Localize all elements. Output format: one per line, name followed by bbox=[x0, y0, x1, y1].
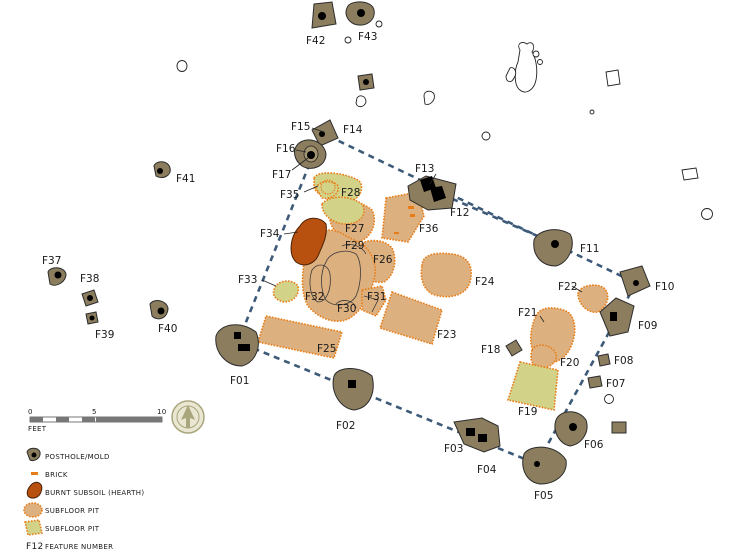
label-f34: F34 bbox=[260, 228, 280, 240]
label-f23: F23 bbox=[437, 329, 456, 341]
scale-bar: 0 5 10 FEET bbox=[28, 408, 167, 433]
legend-hearth: BURNT SUBSOIL (HEARTH) bbox=[26, 481, 144, 499]
scale-tick-10: 10 bbox=[157, 408, 167, 416]
label-f33: F33 bbox=[238, 274, 257, 286]
label-f06: F06 bbox=[584, 439, 604, 451]
label-f21: F21 bbox=[518, 307, 537, 319]
label-f32: F32 bbox=[305, 291, 324, 303]
svg-text:BRICK: BRICK bbox=[45, 471, 68, 479]
svg-text:FEATURE NUMBER: FEATURE NUMBER bbox=[45, 543, 113, 551]
rocks bbox=[176, 20, 713, 220]
pit-f19 bbox=[506, 361, 559, 411]
label-f13: F13 bbox=[415, 163, 434, 175]
legend-brick: BRICK bbox=[31, 471, 68, 479]
label-f08: F08 bbox=[614, 355, 633, 367]
label-f18: F18 bbox=[481, 344, 500, 356]
legend-pit-orange: SUBFLOOR PIT bbox=[23, 502, 100, 518]
svg-text:SUBFLOOR PIT: SUBFLOOR PIT bbox=[45, 507, 100, 515]
feature-labels: F42 F43 F41 F15 F14 F16 F17 F35 F28 F27 … bbox=[42, 31, 674, 502]
pit-f23 bbox=[378, 290, 443, 346]
label-f28: F28 bbox=[341, 187, 360, 199]
label-f02: F02 bbox=[336, 420, 355, 432]
label-f27: F27 bbox=[345, 223, 364, 235]
label-f01: F01 bbox=[230, 375, 249, 387]
label-f37: F37 bbox=[42, 255, 61, 267]
label-f26: F26 bbox=[373, 254, 393, 266]
label-f42: F42 bbox=[306, 35, 325, 47]
legend-posthole: POSTHOLE/MOLD bbox=[26, 447, 110, 461]
label-f22: F22 bbox=[558, 281, 577, 293]
label-f30: F30 bbox=[337, 303, 356, 315]
label-f38: F38 bbox=[80, 273, 99, 285]
hearth-f34 bbox=[290, 217, 327, 266]
label-f04: F04 bbox=[477, 464, 497, 476]
postholes bbox=[47, 1, 651, 485]
label-f16: F16 bbox=[276, 143, 296, 155]
pit-f25 bbox=[256, 315, 344, 359]
svg-text:BURNT SUBSOIL (HEARTH): BURNT SUBSOIL (HEARTH) bbox=[45, 489, 144, 497]
label-f17: F17 bbox=[272, 169, 291, 181]
scale-unit: FEET bbox=[28, 425, 47, 433]
pit-f33 bbox=[272, 280, 300, 303]
structure-outline bbox=[236, 131, 638, 466]
label-f14: F14 bbox=[343, 124, 363, 136]
label-f40: F40 bbox=[158, 323, 177, 335]
subfloor-pits-orange bbox=[256, 191, 609, 370]
label-f35: F35 bbox=[280, 189, 299, 201]
pit-f35 bbox=[315, 180, 340, 200]
label-f03: F03 bbox=[444, 443, 463, 455]
pit-f31 bbox=[361, 285, 387, 318]
label-f24: F24 bbox=[475, 276, 495, 288]
label-f12: F12 bbox=[450, 207, 469, 219]
label-f41: F41 bbox=[176, 173, 195, 185]
pit-f22 bbox=[577, 284, 609, 314]
svg-text:SUBFLOOR PIT: SUBFLOOR PIT bbox=[45, 525, 100, 533]
label-f31: F31 bbox=[367, 291, 386, 303]
label-f25: F25 bbox=[317, 343, 336, 355]
pit-f24 bbox=[420, 252, 472, 298]
svg-text:F12: F12 bbox=[26, 542, 44, 551]
label-f20: F20 bbox=[560, 357, 579, 369]
bricks bbox=[394, 206, 415, 234]
label-f29: F29 bbox=[345, 240, 364, 252]
label-f43: F43 bbox=[358, 31, 377, 43]
label-f11: F11 bbox=[580, 243, 599, 255]
label-f09: F09 bbox=[638, 320, 657, 332]
scale-tick-0: 0 bbox=[28, 408, 33, 416]
label-f07: F07 bbox=[606, 378, 625, 390]
scale-tick-5: 5 bbox=[92, 408, 97, 416]
label-f39: F39 bbox=[95, 329, 114, 341]
label-f05: F05 bbox=[534, 490, 553, 502]
subfloor-pits-green bbox=[272, 172, 559, 411]
label-f10: F10 bbox=[655, 281, 674, 293]
pit-f28b bbox=[321, 196, 365, 225]
label-f15: F15 bbox=[291, 121, 310, 133]
svg-text:POSTHOLE/MOLD: POSTHOLE/MOLD bbox=[45, 453, 110, 461]
legend: POSTHOLE/MOLD BRICK BURNT SUBSOIL (HEART… bbox=[23, 447, 144, 551]
legend-pit-green: SUBFLOOR PIT bbox=[24, 519, 100, 536]
legend-feature-number: F12 FEATURE NUMBER bbox=[26, 542, 113, 551]
pit-f21 bbox=[530, 344, 558, 370]
label-f19: F19 bbox=[518, 406, 537, 418]
label-f36: F36 bbox=[419, 223, 439, 235]
north-arrow-icon bbox=[171, 400, 205, 434]
